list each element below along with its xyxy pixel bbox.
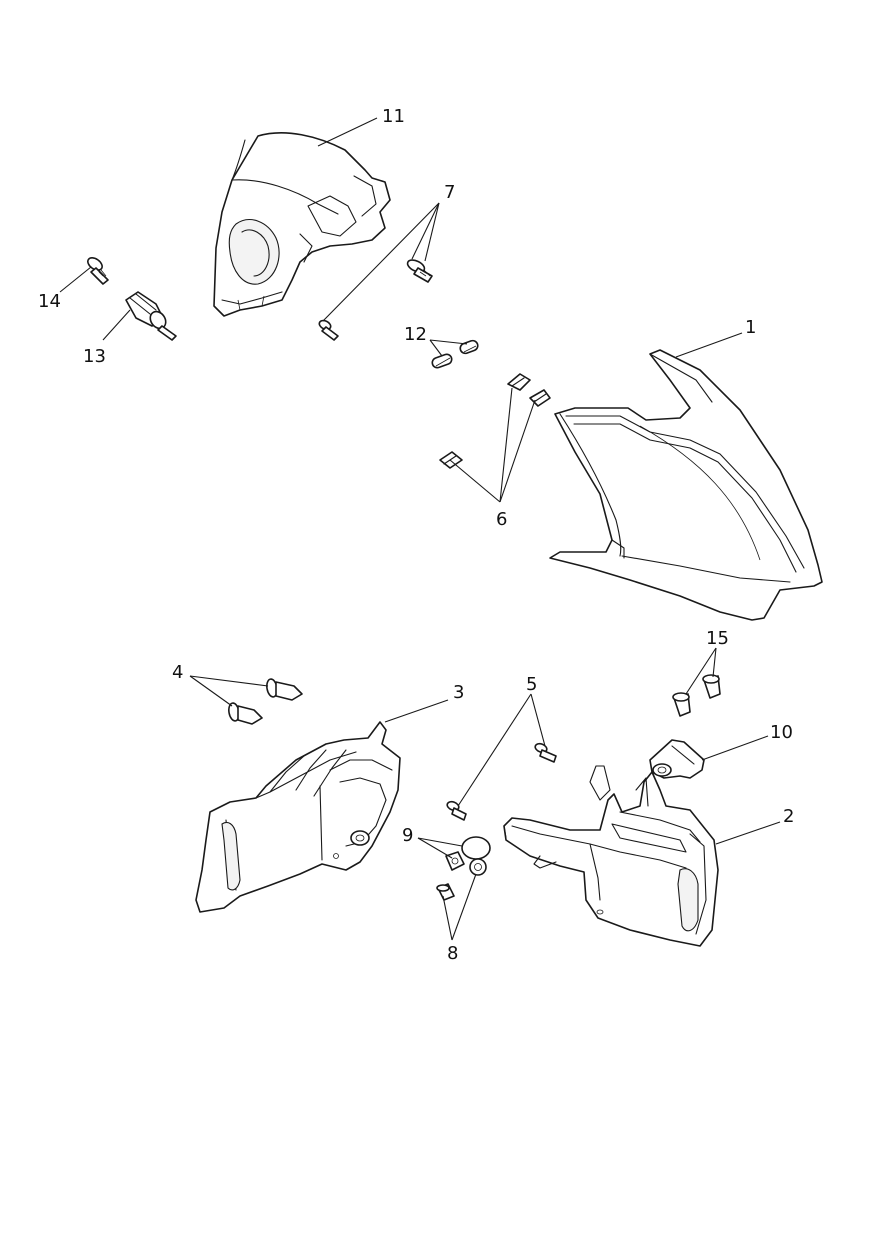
part-8-nuts	[436, 858, 487, 901]
part-2-lower-tray	[503, 765, 719, 947]
callout-14: 14	[38, 291, 61, 312]
part-6-speed-nuts	[439, 373, 551, 469]
callout-labels: 1 2 3 4 5 6 7 8 9 10 11 12 13 14 15	[38, 106, 794, 964]
part-11-upper-cowl	[213, 132, 391, 317]
part-5-screws	[446, 742, 557, 821]
callout-10: 10	[770, 722, 793, 743]
callout-5: 5	[526, 674, 537, 695]
callout-13: 13	[83, 346, 106, 367]
callout-2: 2	[783, 806, 794, 827]
callout-8: 8	[447, 943, 458, 964]
callout-12: 12	[404, 324, 427, 345]
callout-15: 15	[706, 628, 729, 649]
part-7-screws	[318, 259, 433, 341]
callout-11: 11	[382, 106, 405, 127]
callout-9: 9	[402, 825, 413, 846]
callout-4: 4	[172, 662, 183, 683]
callout-1: 1	[745, 317, 756, 338]
part-14-screw	[87, 257, 109, 285]
part-3-air-duct	[195, 721, 401, 913]
callout-3: 3	[453, 682, 464, 703]
part-4-push-rivets	[228, 678, 303, 725]
part-13-adjuster-knob	[125, 291, 177, 341]
part-1-front-fairing	[549, 349, 823, 621]
callout-7: 7	[444, 182, 455, 203]
leader-lines	[59, 117, 781, 941]
part-15-grommets	[672, 674, 721, 717]
callout-6: 6	[496, 509, 507, 530]
part-10-bracket	[649, 739, 705, 779]
part-12-clips	[431, 339, 479, 369]
